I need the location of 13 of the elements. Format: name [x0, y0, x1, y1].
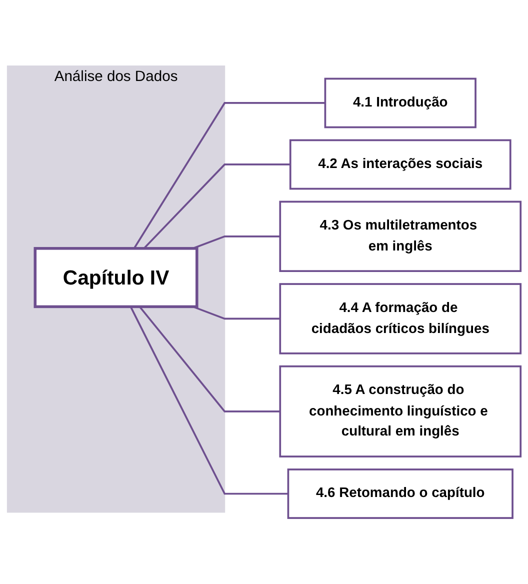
node-box: 4.3 Os multiletramentos em inglês: [279, 200, 522, 272]
node-box: 4.4 A formação de cidadãos críticos bilíngues: [279, 283, 522, 354]
node-box: 4.1 Introdução: [324, 78, 476, 128]
node-box: 4.2 As interações sociais: [289, 139, 512, 190]
connector: [130, 306, 288, 495]
connector: [138, 306, 280, 412]
node-box: 4.6 Retomando o capítulo: [287, 468, 514, 519]
node-box: 4.5 A construção do conhecimento linguístico e cultural em inglês: [279, 365, 522, 458]
connector: [192, 235, 280, 250]
node-box: Capítulo IV: [34, 247, 198, 308]
connector: [133, 102, 326, 249]
connector: [192, 306, 280, 320]
connector: [143, 164, 290, 250]
